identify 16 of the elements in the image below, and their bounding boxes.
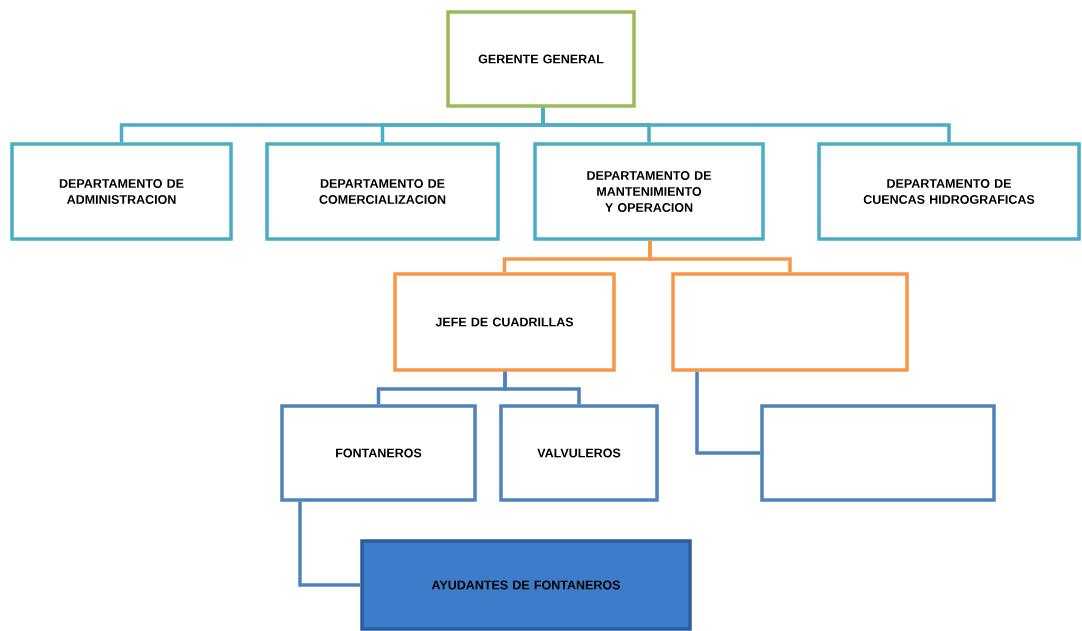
connector-line (503, 371, 581, 405)
org-box: JEFE DE CUADRILLAS (393, 272, 616, 372)
connector-line (298, 501, 361, 587)
connector-line (541, 107, 951, 143)
org-box: DEPARTAMENTO DE MANTENIMIENTO Y OPERACION (533, 142, 765, 241)
org-box: AYUDANTES DE FONTANEROS (360, 539, 692, 631)
connector-line (648, 240, 792, 273)
org-box: GERENTE GENERAL (446, 10, 636, 108)
org-box: DEPARTAMENTO DE ADMINISTRACION (10, 142, 233, 241)
org-box: FONTANEROS (280, 404, 477, 502)
empty-box (760, 404, 996, 502)
org-box: DEPARTAMENTO DE CUENCAS HIDROGRAFICAS (817, 142, 1081, 241)
empty-box (671, 272, 909, 372)
org-box: VALVULEROS (499, 404, 659, 502)
org-box: DEPARTAMENTO DE COMERCIALIZACION (265, 142, 500, 241)
connector-line (695, 371, 761, 455)
